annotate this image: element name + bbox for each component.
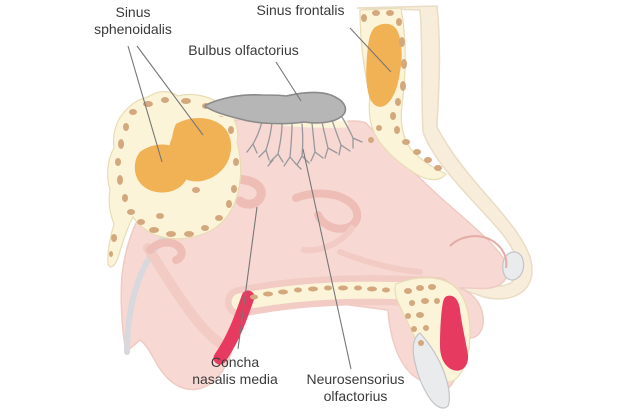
bone-spot xyxy=(382,287,390,293)
bone-spot xyxy=(123,123,129,131)
label-concha-nasalis-media: Concha nasalis media xyxy=(170,354,300,388)
bone-spot xyxy=(263,291,273,297)
bone-spot xyxy=(324,285,332,291)
bone-spot xyxy=(421,298,429,304)
bone-spot xyxy=(181,98,191,104)
label-sinus-sphenoidalis-line1: Sinus xyxy=(115,4,151,20)
label-neurosensorius-olfactorius: Neurosensorius olfactorius xyxy=(283,371,428,405)
bone-spot xyxy=(338,285,348,291)
label-neuro-line2: olfactorius xyxy=(323,388,388,405)
bone-spot xyxy=(372,10,380,16)
bone-spot xyxy=(405,313,411,319)
bone-spot xyxy=(111,234,117,242)
bone-spot xyxy=(115,158,121,166)
concha-superior-fold xyxy=(292,189,362,233)
bone-spot xyxy=(434,298,440,304)
bone-spot xyxy=(394,126,400,134)
bone-spot xyxy=(215,215,223,221)
sphenoid-sinus-right xyxy=(168,118,232,182)
bone-spot xyxy=(368,137,374,143)
palate-upper-fold xyxy=(337,249,423,275)
concha-inferior-fold xyxy=(143,243,233,353)
bone-spot xyxy=(354,285,362,291)
bone-spot xyxy=(401,59,407,69)
bone-spot xyxy=(129,109,137,115)
leader-bulbus xyxy=(275,61,302,102)
leader-frontalis xyxy=(349,27,392,73)
bone-spot xyxy=(166,231,176,237)
leader-sphenoidalis-2 xyxy=(136,45,204,136)
bone-spot xyxy=(117,175,123,185)
concha-superior-fold-tail xyxy=(301,225,355,254)
leader-sphenoidalis-1 xyxy=(127,45,163,163)
label-sinus-frontalis: Sinus frontalis xyxy=(256,2,345,18)
bone-spot xyxy=(428,284,436,290)
bone-spot xyxy=(434,165,442,171)
bone-spot xyxy=(424,157,432,163)
bone-spot xyxy=(386,10,394,16)
bone-spot xyxy=(404,288,412,294)
bone-spot xyxy=(278,289,288,295)
bone-spot xyxy=(231,185,237,193)
nose-tip-cartilage xyxy=(502,251,525,281)
label-concha-line2: nasalis media xyxy=(192,371,278,388)
bone-spot xyxy=(409,300,415,306)
bone-spot xyxy=(423,325,429,331)
bone-spot xyxy=(418,340,424,346)
bone-spot xyxy=(411,326,417,332)
label-bulbus-olfactorius: Bulbus olfactorius xyxy=(188,42,299,58)
frontal-sinus xyxy=(366,23,402,107)
bone-spot xyxy=(122,194,128,202)
bone-spot xyxy=(118,139,124,149)
bone-spot xyxy=(308,286,318,292)
label-sinus-sphenoidalis: Sinus sphenoidalis xyxy=(63,4,203,38)
bone-spot xyxy=(396,18,402,26)
label-concha-line1: Concha xyxy=(210,354,260,370)
bone-spot xyxy=(399,37,405,47)
label-neuro-line1: Neurosensorius xyxy=(306,371,405,387)
bone-spot xyxy=(413,149,421,155)
bone-spot xyxy=(400,81,406,91)
leader-lines xyxy=(127,27,392,370)
bone-spot xyxy=(226,200,232,208)
bone-spot xyxy=(184,231,194,237)
bone-spot xyxy=(137,219,145,225)
bone-spot xyxy=(149,227,159,233)
red-mucosa-band xyxy=(213,290,255,365)
bone-spot xyxy=(395,98,401,106)
bone-spot xyxy=(402,139,410,145)
bone-spot xyxy=(161,97,169,103)
bone-spot xyxy=(127,209,135,215)
bone-spot xyxy=(250,294,258,300)
olfactory-bulb xyxy=(204,91,347,125)
bone-spot xyxy=(192,187,200,193)
septal-cartilage-wedge xyxy=(412,332,450,409)
leader-neurosensorius xyxy=(302,148,352,370)
bone-spot xyxy=(228,126,234,134)
bone-spot xyxy=(367,286,377,292)
bone-spot xyxy=(201,225,209,231)
bone-spot xyxy=(361,14,367,22)
bone-spot xyxy=(109,251,113,257)
bone-spot xyxy=(156,213,164,219)
bone-spot xyxy=(233,158,239,166)
red-mucosa-front xyxy=(440,295,469,371)
ala-crease xyxy=(449,235,508,269)
concha-inferior-hook xyxy=(146,238,186,264)
bone-spot xyxy=(294,287,302,293)
label-sinus-sphenoidalis-line2: sphenoidalis xyxy=(94,21,172,38)
bone-spot xyxy=(416,285,424,291)
bone-spot xyxy=(416,312,424,318)
bone-spot xyxy=(376,125,382,131)
leader-concha xyxy=(237,206,258,350)
bone-spot xyxy=(390,112,396,120)
